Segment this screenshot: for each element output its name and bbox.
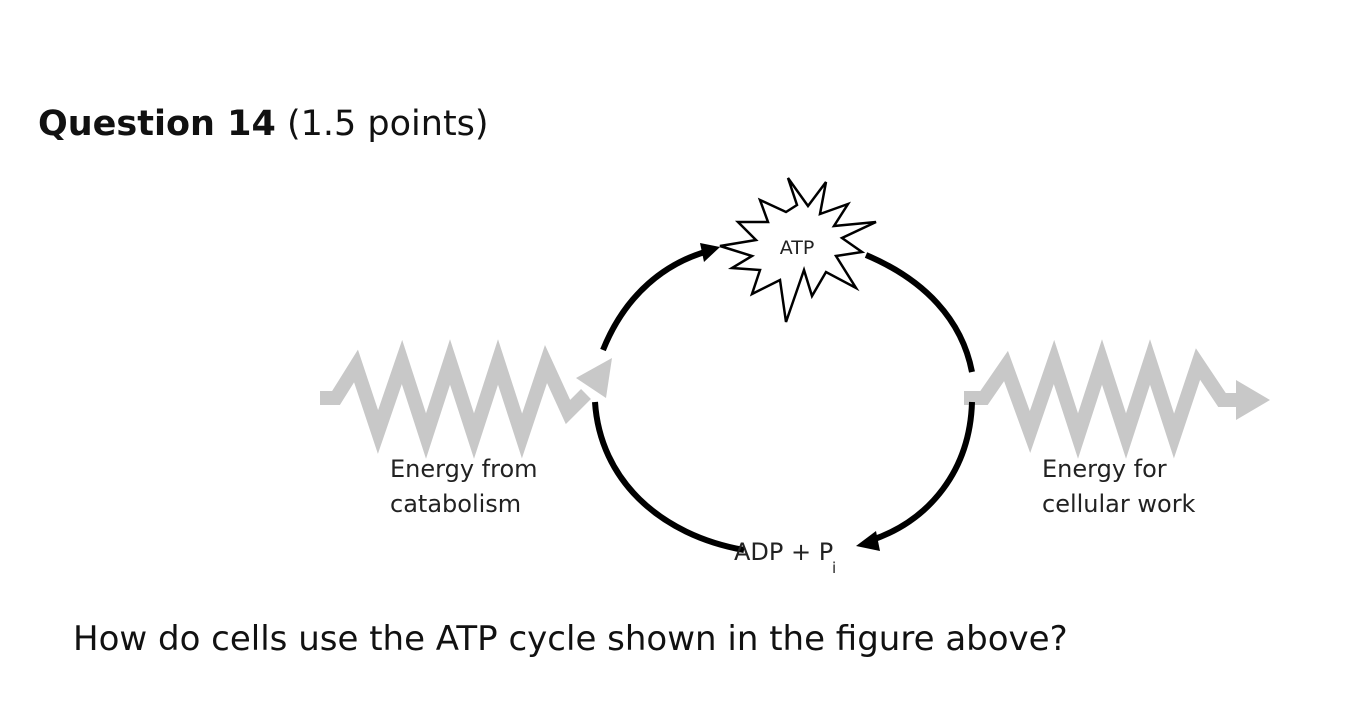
question-header: Question 14 (1.5 points) xyxy=(38,104,489,144)
energy-in-arrowhead xyxy=(576,358,612,398)
atp-label: ATP xyxy=(780,237,815,259)
question-title: Question 14 xyxy=(38,104,276,144)
arrow-to-adp xyxy=(871,401,975,543)
question-prompt: How do cells use the ATP cycle shown in … xyxy=(73,619,1068,659)
arc-atp-to-work xyxy=(864,252,975,373)
energy-out-arrowhead xyxy=(1236,380,1270,420)
arrow-to-atp xyxy=(600,247,713,352)
energy-out-wave xyxy=(964,339,1270,459)
arc-adp-to-catabolism xyxy=(592,401,745,553)
energy-in-wave xyxy=(320,339,612,459)
atp-starburst xyxy=(719,177,877,323)
adp-subscript: i xyxy=(832,559,836,577)
adp-label: ADP + P xyxy=(734,538,833,566)
arrow-to-adp-head xyxy=(856,531,880,551)
energy-out-label-line1: Energy for xyxy=(1042,455,1167,483)
arrow-to-atp-head xyxy=(700,243,720,262)
question-points: (1.5 points) xyxy=(286,104,489,144)
energy-in-label-line1: Energy from xyxy=(390,455,538,483)
energy-out-label-line2: cellular work xyxy=(1042,490,1196,518)
energy-in-label-line2: catabolism xyxy=(390,490,521,518)
